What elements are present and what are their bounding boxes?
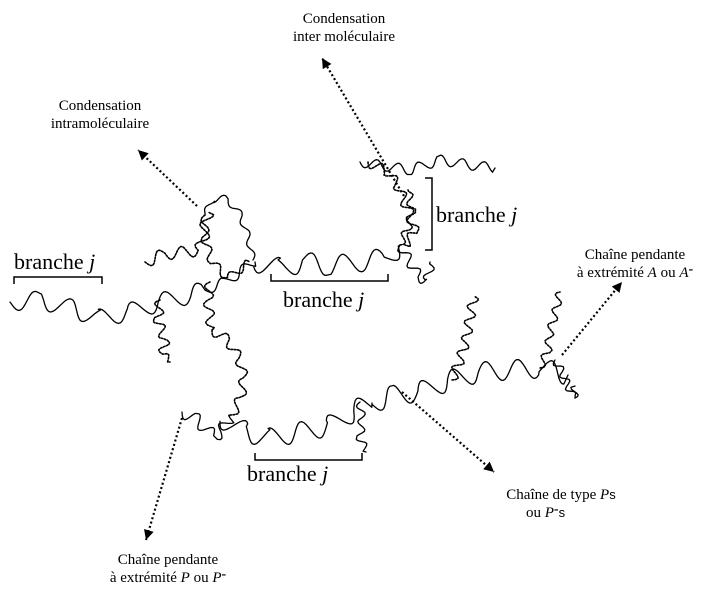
arrow-condensation-inter — [321, 57, 405, 197]
chain-dotted-center-drop — [211, 329, 249, 419]
chain-dotted-intra — [200, 214, 251, 279]
label-chaine-pendante-A: Chaîne pendante à extrémité A ou A- — [576, 247, 694, 281]
label-chaine-type-Ps: Chaîne de type Ps ou P-s — [506, 487, 616, 521]
chain-dotted-left-drop — [152, 299, 171, 363]
chain-dotted-right-up — [450, 295, 479, 381]
label-chaine-pendante-P: Chaîne pendante à extrémité P ou P- — [109, 552, 227, 586]
chain-upper-bridge — [203, 194, 256, 261]
chain-junction-left — [204, 261, 257, 294]
label-condensation-intra: Condensation intramoléculaire — [50, 98, 150, 132]
chain-right-end — [552, 359, 579, 399]
chain-dotted-right-top — [539, 291, 563, 369]
arrow-chaine-A — [561, 281, 623, 356]
chain-right-hook — [397, 244, 435, 284]
arrow-chaine-Ps — [401, 391, 495, 473]
bracket-branche-bottom — [254, 453, 363, 461]
arrow-chaine-P — [144, 417, 184, 541]
chain-bottom-right-pendant — [355, 401, 368, 453]
arrow-condensation-intra — [137, 149, 198, 207]
chain-upper-right-top — [359, 154, 496, 176]
label-branche-center: branche j — [283, 287, 365, 312]
chain-dotted-upper-right — [367, 161, 420, 248]
label-branche-right: branche j — [436, 202, 518, 227]
chain-bottom-left-pendant — [181, 411, 235, 441]
chain-right-strand — [371, 358, 569, 411]
label-branche-left: branche j — [14, 249, 96, 274]
bracket-branche-right — [425, 177, 433, 251]
label-condensation-inter: Condensation inter moléculaire — [292, 11, 396, 45]
chain-dotted-right-loop — [399, 189, 417, 246]
chain-left-strand — [9, 282, 206, 325]
bracket-branche-center — [270, 274, 389, 282]
chain-bottom-strand — [219, 397, 373, 446]
chain-center-strand — [253, 244, 401, 276]
chain-dotted-junction-down — [202, 281, 216, 331]
chain-dotted-upper-left — [144, 211, 215, 267]
label-branche-bottom: branche j — [247, 461, 329, 486]
bracket-branche-left — [13, 276, 103, 284]
